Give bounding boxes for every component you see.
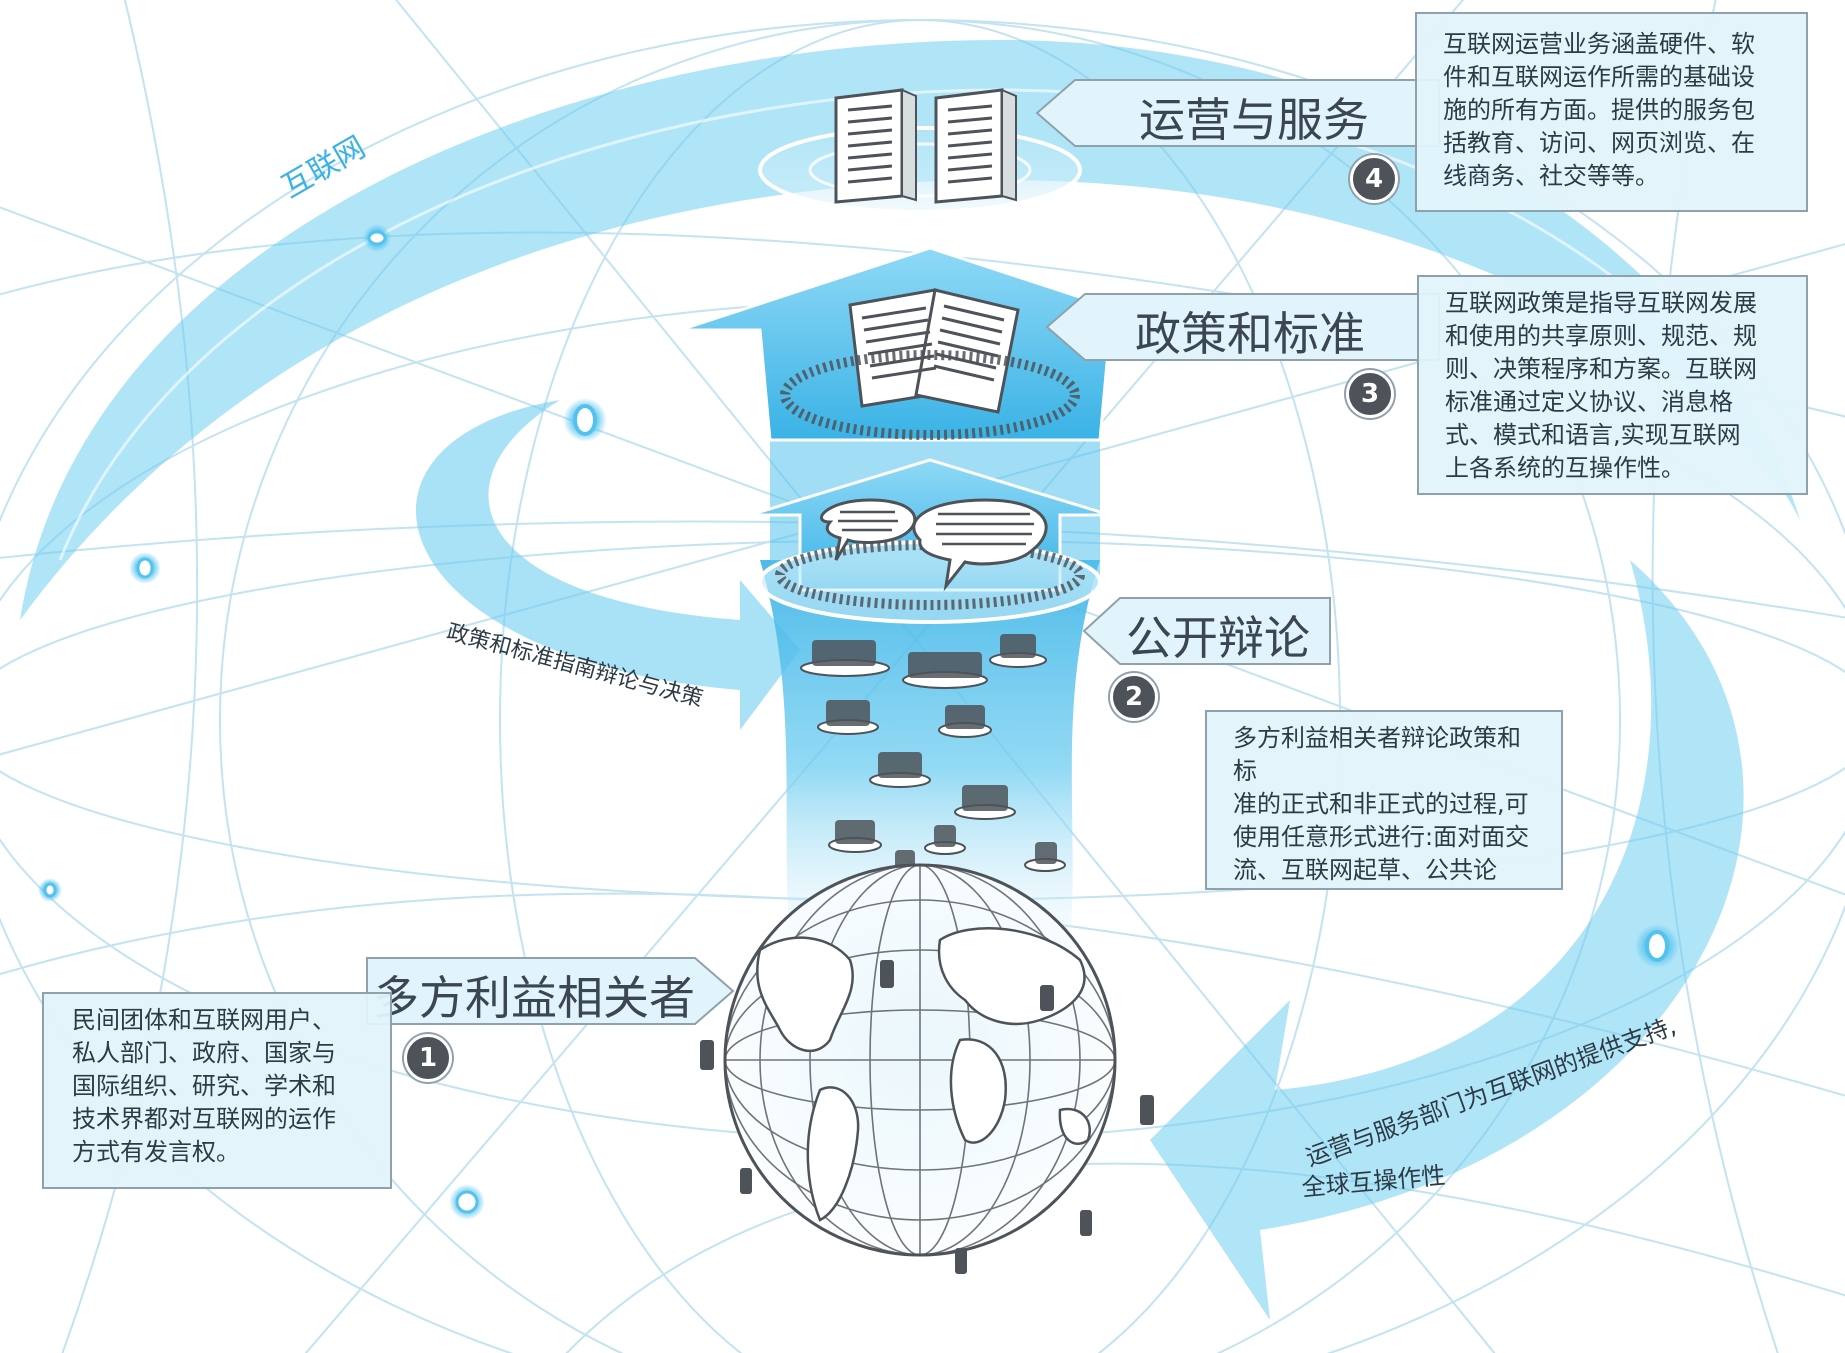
stage-1-badge: 1 bbox=[404, 1034, 452, 1082]
server-icon bbox=[834, 88, 1017, 204]
stage-1-banner: 多方利益相关者 bbox=[365, 956, 735, 1026]
stage-4-description: 互联网运营业务涵盖硬件、软 件和互联网运作所需的基础设 施的所有方面。提供的服务… bbox=[1415, 12, 1808, 212]
speech-bubble-icon bbox=[820, 498, 1048, 592]
stage-2-badge: 2 bbox=[1110, 673, 1158, 721]
stage-1-description: 民间团体和互联网用户、 私人部门、政府、国家与 国际组织、研究、学术和 技术界都… bbox=[42, 992, 392, 1189]
people-crowd-icon bbox=[780, 350, 1080, 440]
stage-2-banner: 公开辩论 bbox=[1082, 596, 1332, 666]
network-node-icon bbox=[38, 224, 1679, 1220]
people-crowd-icon bbox=[812, 634, 1057, 870]
stage-3-description: 互联网政策是指导互联网发展 和使用的共享原则、规范、规 则、决策程序和方案。互联… bbox=[1417, 275, 1808, 495]
stage-3-banner: 政策和标准 bbox=[1045, 292, 1441, 362]
stage-4-banner: 运营与服务 bbox=[1035, 78, 1441, 148]
loop-arrow-right bbox=[1150, 560, 1744, 1320]
stage-2-title: 公开辩论 bbox=[1126, 611, 1310, 665]
stage-4-title: 运营与服务 bbox=[1139, 93, 1369, 147]
stage-3-title: 政策和标准 bbox=[1135, 307, 1365, 361]
document-icon bbox=[848, 288, 1020, 414]
people-crowd-icon bbox=[700, 960, 1154, 1274]
stage-3-badge: 3 bbox=[1346, 370, 1394, 418]
stage-1-title: 多方利益相关者 bbox=[373, 971, 695, 1025]
stage-4-badge: 4 bbox=[1350, 155, 1398, 203]
globe-icon bbox=[723, 863, 1117, 1257]
operations-ring bbox=[758, 126, 1082, 214]
stage-2-description: 多方利益相关者辩论政策和标 准的正式和非正式的过程,可 使用任意形式进行:面对面… bbox=[1205, 710, 1563, 890]
loop-arrow-left bbox=[416, 400, 800, 730]
